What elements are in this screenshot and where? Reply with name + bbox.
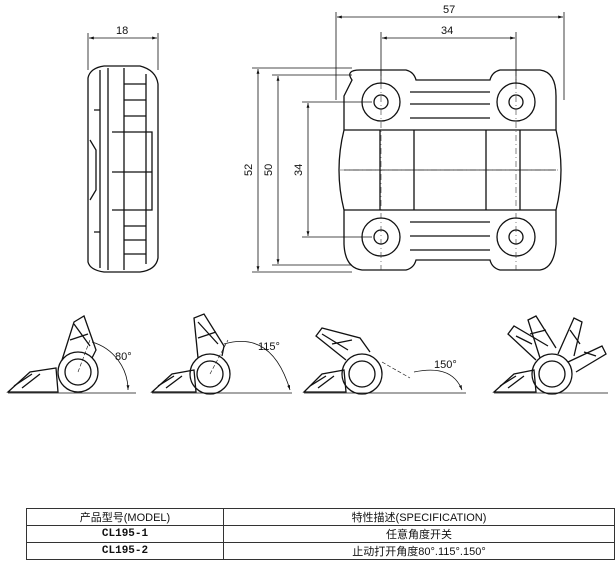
angle-115-label: 115° — [258, 341, 280, 353]
table-row: CL195-1 任意角度开关 — [26, 525, 615, 543]
spec-table: 产品型号(MODEL) 特性描述(SPECIFICATION) CL195-1 … — [26, 508, 615, 560]
front-center-lines — [340, 70, 560, 270]
header-model: 产品型号(MODEL) — [26, 508, 224, 526]
body-height-label: 50 — [263, 164, 275, 176]
hole-spacing-x-label: 34 — [441, 25, 453, 37]
hinge-technical-drawing: 18 — [6, 4, 608, 395]
angle-80-label: 80° — [115, 351, 132, 363]
side-view — [87, 65, 159, 273]
overall-width-label: 57 — [443, 4, 455, 16]
front-dimensions — [252, 12, 565, 273]
model-cell: CL195-2 — [26, 542, 224, 560]
side-width-label: 18 — [116, 25, 128, 37]
spec-cell: 止动打开角度80°.115°.150° — [223, 542, 615, 560]
table-header-row: 产品型号(MODEL) 特性描述(SPECIFICATION) — [26, 508, 615, 526]
overall-height-label: 52 — [243, 164, 255, 176]
hinge-opening-150 — [302, 327, 466, 395]
hinge-opening-115 — [150, 313, 292, 395]
spec-cell: 任意角度开关 — [223, 525, 615, 543]
hinge-opening-80 — [6, 315, 136, 394]
header-spec: 特性描述(SPECIFICATION) — [223, 508, 615, 526]
hole-spacing-y-label: 34 — [293, 164, 305, 176]
hinge-opening-composite — [492, 315, 608, 395]
angle-150-label: 150° — [434, 359, 457, 371]
table-row: CL195-2 止动打开角度80°.115°.150° — [26, 542, 615, 560]
model-cell: CL195-1 — [26, 525, 224, 543]
side-width-dimension — [87, 33, 159, 70]
